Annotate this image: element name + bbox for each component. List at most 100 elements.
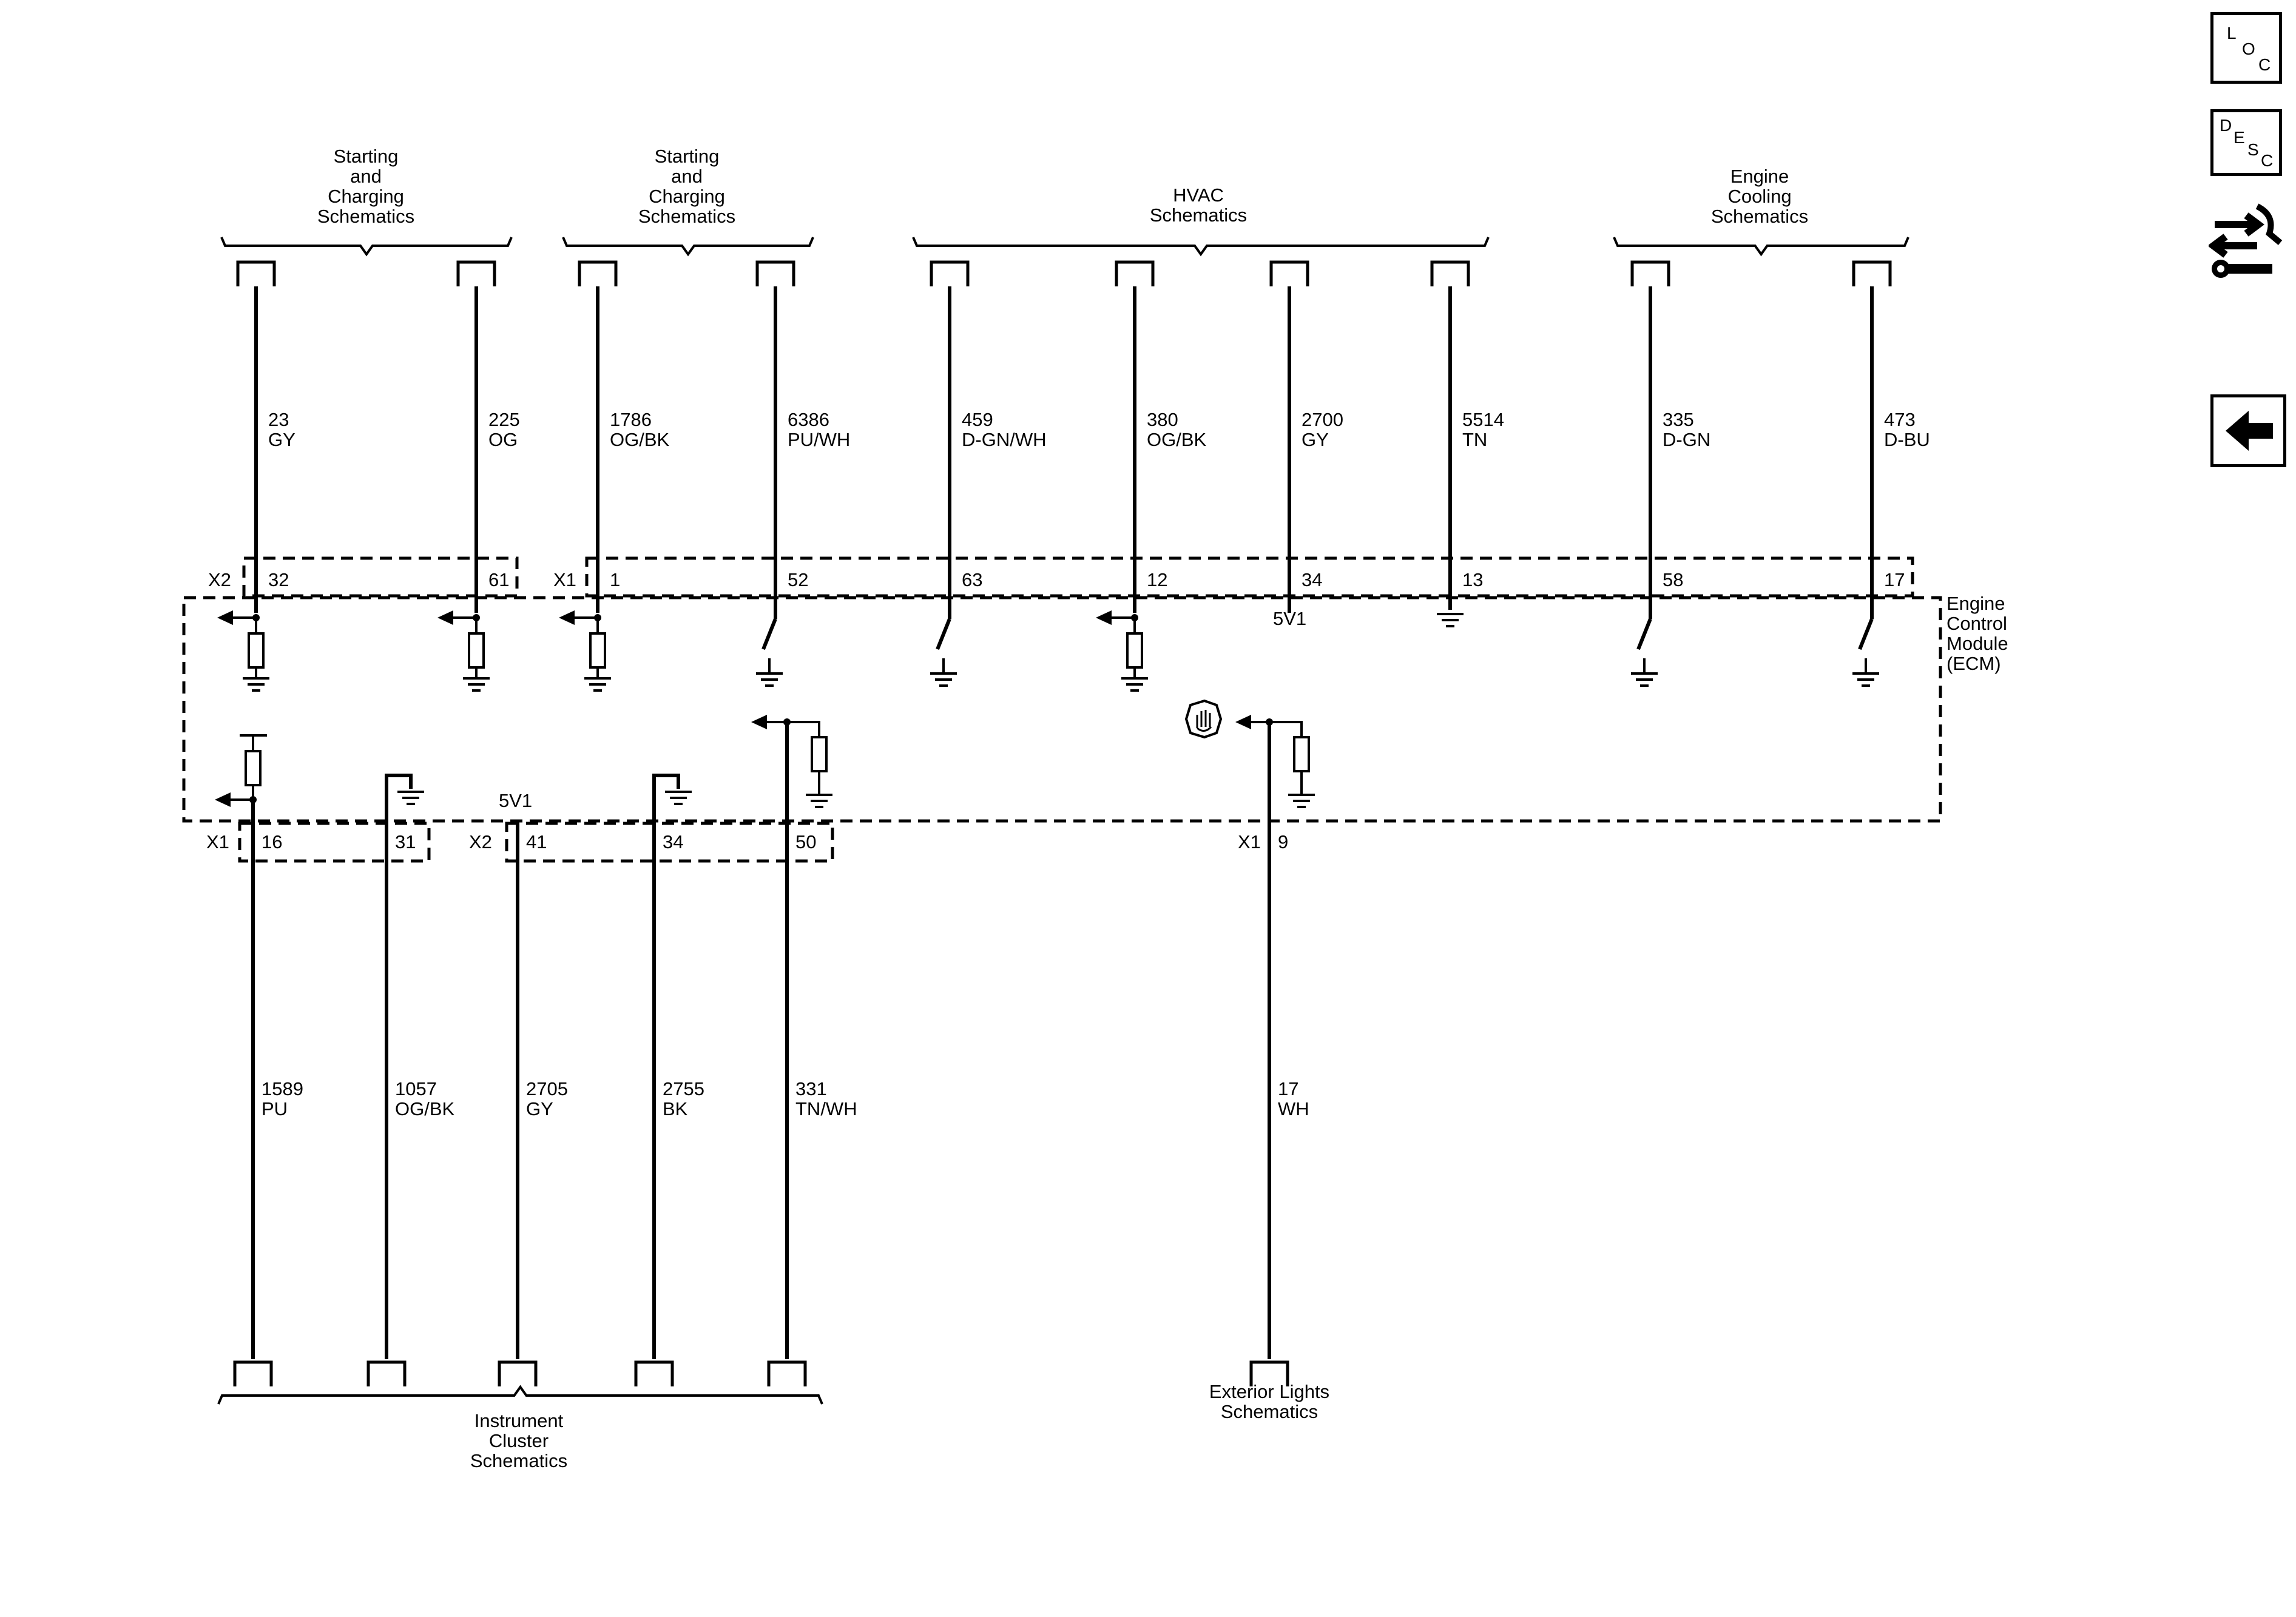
connector-box-top-x2 — [242, 556, 519, 598]
bottom-wire-2705-terminal — [498, 1360, 538, 1386]
loc-button[interactable]: L O C — [2210, 12, 2282, 84]
top-wire-5514-circuit: 5514 — [1462, 409, 1504, 430]
top-wire-225-resistor — [468, 632, 485, 669]
bottom-wire-1589-circuit: 1589 — [262, 1078, 303, 1099]
ecm-5v1-top: 5V1 — [1273, 608, 1306, 629]
header-exterior-lights-line-0: Exterior Lights — [1209, 1381, 1329, 1402]
header-engine-cooling-line-1: Cooling — [1727, 186, 1791, 207]
ecm-name-line-1: Control — [1947, 613, 2007, 634]
header-hvac-line-0: HVAC — [1173, 184, 1224, 206]
top-wire-1786-color: OG/BK — [610, 429, 670, 450]
bottom-wire-2755-circuit: 2755 — [663, 1078, 704, 1099]
bottom-wire-2755-terminal — [634, 1360, 674, 1386]
top-wire-380-terminal — [1115, 260, 1155, 286]
brace-starting-charging-1 — [220, 237, 513, 257]
bottom-wire-331-pin: 50 — [795, 831, 816, 852]
top-wire-1786-circuit: 1786 — [610, 409, 652, 430]
top-wire-6386-pin: 52 — [788, 569, 808, 590]
top-wire-225-terminal — [456, 260, 496, 286]
top-wire-380-pin: 12 — [1147, 569, 1167, 590]
desc-letter-s: S — [2247, 140, 2259, 159]
bottom-wire-17-terminal — [1249, 1360, 1289, 1386]
esd-hand-icon — [1184, 699, 1223, 739]
header-exterior-lights-line-1: Schematics — [1221, 1401, 1318, 1422]
top-wire-6386-terminal — [755, 260, 795, 286]
top-wire-5514-terminal — [1430, 260, 1470, 286]
top-wire-459-terminal — [930, 260, 970, 286]
header-starting-charging-2-line-2: Charging — [649, 186, 725, 207]
top-wire-23-terminal — [236, 260, 276, 286]
wire-17-res-lead — [1269, 721, 1303, 737]
back-arrow-icon — [2226, 411, 2273, 451]
bottom-wire-1589-pin: 16 — [262, 831, 282, 852]
brace-hvac — [912, 237, 1490, 257]
top-wire-225-circuit: 225 — [488, 409, 520, 430]
desc-letter-d: D — [2220, 116, 2232, 135]
wire-2755-ground-hook — [652, 774, 680, 822]
bottom-wire-2705-pin: 41 — [526, 831, 547, 852]
wire-17-resistor — [1293, 736, 1310, 772]
top-wire-335-terminal — [1630, 260, 1670, 286]
bottom-wire-1057-pin: 31 — [395, 831, 416, 852]
top-wire-473-terminal — [1852, 260, 1892, 286]
connector-box-bottom-x2 — [505, 822, 834, 863]
header-engine-cooling-line-0: Engine — [1730, 166, 1789, 187]
top-wire-380-arrow — [1096, 610, 1112, 625]
back-button[interactable] — [2210, 394, 2286, 467]
bottom-wire-17-circuit: 17 — [1278, 1078, 1298, 1099]
desc-letter-e: E — [2234, 128, 2245, 147]
bottom-wire-331-terminal — [767, 1360, 807, 1386]
bottom-wire-2755-color: BK — [663, 1098, 688, 1119]
top-wire-1786-pin: 1 — [610, 569, 620, 590]
brace-starting-charging-2 — [562, 237, 814, 257]
top-wire-23-pin: 32 — [268, 569, 289, 590]
top-wire-380-color: OG/BK — [1147, 429, 1207, 450]
top-wire-6386-circuit: 6386 — [788, 409, 829, 430]
header-instrument-cluster-line-0: Instrument — [474, 1410, 564, 1431]
ecm-name-line-2: Module — [1947, 633, 2008, 654]
header-starting-charging-1-line-1: and — [350, 166, 382, 187]
top-wire-2700-color: GY — [1302, 429, 1329, 450]
brace-engine-cooling — [1613, 237, 1909, 257]
top-wire-225-pin: 61 — [488, 569, 509, 590]
connector-repair-icon[interactable] — [2207, 197, 2284, 282]
bottom-wire-2705-circuit: 2705 — [526, 1078, 568, 1099]
top-wire-5514-pin: 13 — [1462, 569, 1483, 590]
connector-label-bottom-x2: X2 — [469, 831, 492, 852]
ecm-5v1-bottom: 5V1 — [499, 790, 532, 811]
connector-label-top-x2: X2 — [208, 569, 231, 590]
wire-331-res-lead — [787, 721, 820, 737]
top-wire-6386-switch — [761, 618, 777, 650]
top-wire-225-color: OG — [488, 429, 518, 450]
connector-box-bottom-x1-left — [238, 822, 431, 863]
top-wire-23-circuit: 23 — [268, 409, 289, 430]
bottom-wire-331-circuit: 331 — [795, 1078, 827, 1099]
top-wire-23-arrow — [217, 610, 233, 625]
header-starting-charging-1-line-0: Starting — [334, 146, 399, 167]
top-wire-225-arrow — [437, 610, 453, 625]
connector-label-bottom-x1-left: X1 — [206, 831, 229, 852]
top-wire-335-pin: 58 — [1663, 569, 1683, 590]
top-wire-23-resistor — [248, 632, 265, 669]
top-wire-2700-circuit: 2700 — [1302, 409, 1343, 430]
bottom-wire-1589-color: PU — [262, 1098, 288, 1119]
header-instrument-cluster-line-2: Schematics — [470, 1450, 567, 1471]
desc-letter-c: C — [2261, 151, 2274, 170]
connector-label-bottom-x1-right: X1 — [1238, 831, 1261, 852]
header-instrument-cluster-line-1: Cluster — [489, 1430, 549, 1451]
top-wire-473-circuit: 473 — [1884, 409, 1916, 430]
loc-letter-c: C — [2258, 55, 2271, 74]
bottom-wire-1057-circuit: 1057 — [395, 1078, 437, 1099]
top-wire-1786-resistor — [589, 632, 606, 669]
top-wire-380-resistor — [1126, 632, 1143, 669]
top-wire-473-color: D-BU — [1884, 429, 1930, 450]
connector-label-top-x1: X1 — [553, 569, 576, 590]
desc-button[interactable]: D E S C — [2210, 109, 2282, 176]
bottom-wire-2755-pin: 34 — [663, 831, 683, 852]
bottom-wire-1057-color: OG/BK — [395, 1098, 455, 1119]
ecm-boundary — [182, 596, 1942, 823]
wire-1589-arrow — [215, 792, 231, 807]
top-wire-1786-terminal — [578, 260, 618, 286]
header-starting-charging-2-line-0: Starting — [655, 146, 720, 167]
top-wire-459-color: D-GN/WH — [962, 429, 1046, 450]
